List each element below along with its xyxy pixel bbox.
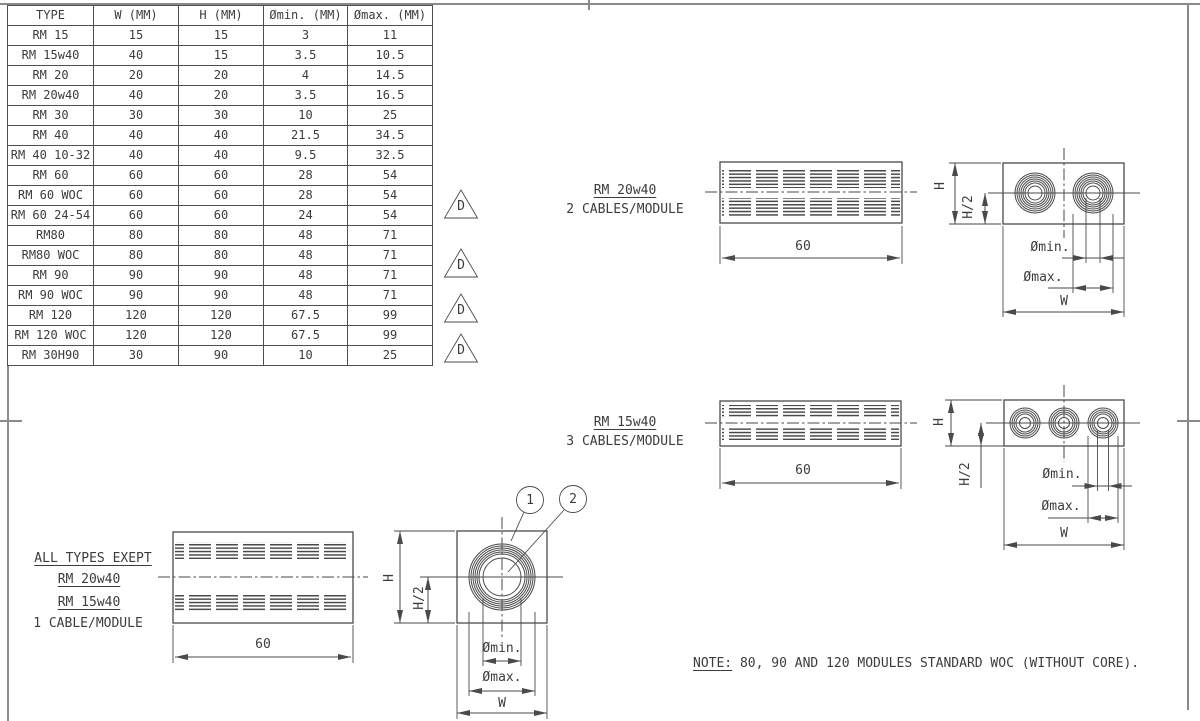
view-subtitle-1cable: 1 CABLE/MODULE <box>33 616 143 631</box>
note-label: NOTE: <box>693 656 733 671</box>
table-cell: 21.5 <box>263 125 348 146</box>
dim-length-2cable: 60 <box>795 239 811 254</box>
table-cell: RM 60 24-54 <box>7 205 94 226</box>
table-cell: 10 <box>263 345 348 366</box>
table-cell: 15 <box>178 25 264 46</box>
sheet-centermark-top <box>588 0 590 10</box>
col-header-dmin: Ømin. (MM) <box>263 5 348 26</box>
dim-w-3cable: W <box>1060 526 1068 541</box>
revision-flag-label: D <box>457 199 465 214</box>
dim-dmin-2cable: Ømin. <box>1030 240 1070 255</box>
dim-dmax-3cable: Ømax. <box>1041 499 1081 514</box>
side-view-2cable <box>705 161 917 264</box>
revision-flag-triangles <box>443 189 479 363</box>
table-cell: 67.5 <box>263 325 348 346</box>
sheet-centermark-right <box>1177 420 1200 422</box>
table-cell: RM 15w40 <box>7 45 94 66</box>
dim-dmax-1cable: Ømax. <box>482 670 522 685</box>
side-view-3cable <box>705 400 917 489</box>
table-cell: 25 <box>347 345 433 366</box>
revision-flag-label: D <box>457 303 465 318</box>
table-cell: 32.5 <box>347 145 433 166</box>
table-cell: RM 90 WOC <box>7 285 94 306</box>
table-header-row: TYPE W (MM) H (MM) Ømin. (MM) Ømax. (MM) <box>7 5 433 26</box>
sheet-border-right <box>1187 3 1189 710</box>
note-body: 80, 90 AND 120 MODULES STANDARD WOC (WIT… <box>732 656 1140 671</box>
sheet-border-top <box>0 3 1200 5</box>
dim-dmin-3cable: Ømin. <box>1042 467 1082 482</box>
end-view-1cable <box>394 485 587 719</box>
table-cell: RM 20w40 <box>7 85 94 106</box>
dim-w-2cable: W <box>1060 294 1068 309</box>
table-cell: 120 <box>93 305 179 326</box>
view-subtitle-3cable: 3 CABLES/MODULE <box>566 434 684 449</box>
end-view-3cable <box>945 385 1140 550</box>
dim-length-3cable: 60 <box>795 463 811 478</box>
module-dimension-table: TYPE W (MM) H (MM) Ømin. (MM) Ømax. (MM)… <box>7 5 433 366</box>
view-subtitle-2cable: 2 CABLES/MODULE <box>566 202 684 217</box>
table-cell: RM 40 10-32 <box>7 145 94 166</box>
table-cell: 90 <box>93 285 179 306</box>
table-cell: 30 <box>93 345 179 366</box>
table-cell: 60 <box>93 165 179 186</box>
side-view-1cable <box>158 531 368 663</box>
table-cell: RM80 WOC <box>7 245 94 266</box>
table-cell: 3.5 <box>263 85 348 106</box>
dim-w-1cable: W <box>498 696 506 711</box>
dim-dmax-2cable: Ømax. <box>1023 270 1063 285</box>
view-title-1cable-line3: RM 15w40 <box>57 595 121 610</box>
sheet-centermark-left <box>0 420 22 422</box>
view-title-1cable-line1: ALL TYPES EXEPT <box>34 551 152 566</box>
table-cell: 40 <box>93 45 179 66</box>
note-text: NOTE: 80, 90 AND 120 MODULES STANDARD WO… <box>693 656 1139 671</box>
view-title-1cable-line2: RM 20w40 <box>57 572 121 587</box>
dim-length-1cable: 60 <box>255 637 271 652</box>
table-cell: 10.5 <box>347 45 433 66</box>
table-cell: 90 <box>178 345 264 366</box>
table-cell: RM 90 <box>7 265 94 286</box>
end-view-2cable <box>949 148 1140 317</box>
view-title-3cable: RM 15w40 <box>593 415 657 430</box>
col-header-h: H (MM) <box>178 5 264 26</box>
view-title-2cable: RM 20w40 <box>593 183 657 198</box>
table-cell: 120 <box>178 305 264 326</box>
dim-dmin-1cable: Ømin. <box>482 641 522 656</box>
table-cell: RM 30H90 <box>7 345 94 366</box>
revision-flag-label: D <box>457 343 465 358</box>
revision-flag-label: D <box>457 258 465 273</box>
table-cell: RM 120 WOC <box>7 325 94 346</box>
balloon-2-label: 2 <box>569 492 577 507</box>
table-cell: 28 <box>263 165 348 186</box>
balloon-callouts <box>507 485 587 573</box>
table-cell: 54 <box>347 185 433 206</box>
balloon-1-label: 1 <box>526 493 534 508</box>
col-header-w: W (MM) <box>93 5 179 26</box>
table-cell: 120 <box>93 325 179 346</box>
